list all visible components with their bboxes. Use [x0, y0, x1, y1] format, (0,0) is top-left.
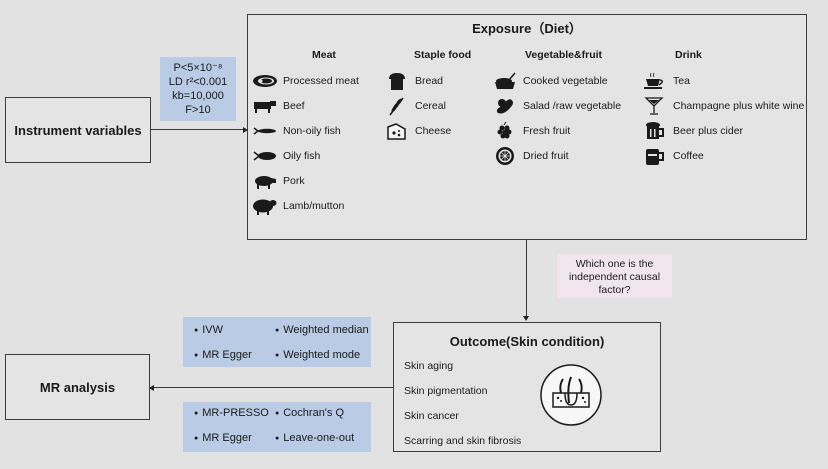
coffee-mug-icon	[646, 149, 664, 165]
cooked-vegetable-icon	[495, 72, 516, 89]
grapes-icon	[497, 121, 512, 139]
exposure-item-champagne-white-wine: Champagne plus white wine	[642, 96, 804, 116]
exposure-title: Exposure（Diet）	[472, 21, 582, 36]
label: Fresh fruit	[523, 125, 571, 137]
arrow-outcome-to-mr-analysis	[153, 387, 393, 388]
exposure-item-tea: Tea	[642, 71, 690, 91]
method-weighted-median: Weighted median	[275, 324, 368, 336]
arrow-instrument-to-exposure	[151, 129, 243, 130]
label: Cheese	[415, 125, 452, 137]
cow-icon	[254, 101, 276, 113]
exposure-item-cooked-vegetable: Cooked vegetable	[492, 71, 608, 91]
outcome-item-skin-aging: Skin aging	[404, 360, 454, 372]
arrowhead-down-icon	[523, 316, 529, 321]
label: Bread	[415, 75, 444, 87]
method-weighted-mode: Weighted mode	[275, 349, 360, 361]
instrument-variables-box: Instrument variables	[5, 97, 151, 163]
label: Processed meat	[283, 75, 359, 87]
label: Coffee	[673, 150, 704, 162]
exposure-item-non-oily-fish: Non-oily fish	[252, 121, 341, 141]
outcome-box: Outcome(Skin condition) Skin aging Skin …	[393, 322, 661, 452]
cheese-icon	[387, 123, 406, 140]
label: Cereal	[415, 100, 446, 112]
column-title-meat: Meat	[312, 49, 336, 61]
exposure-item-cheese: Cheese	[384, 121, 451, 141]
causal-question-text: Which one is the independent causal fact…	[568, 258, 661, 296]
criteria-kb: kb=10,000	[172, 90, 224, 102]
instrument-criteria-box: P<5×10⁻⁸ LD r²<0.001 kb=10,000 F>10	[160, 57, 236, 121]
exposure-item-pork: Pork	[252, 171, 305, 191]
exposure-item-dried-fruit: Dried fruit	[492, 146, 569, 166]
exposure-item-bread: Bread	[384, 71, 443, 91]
outcome-item-skin-cancer: Skin cancer	[404, 410, 459, 422]
outcome-item-scarring-fibrosis: Scarring and skin fibrosis	[404, 435, 522, 447]
exposure-item-cereal: Cereal	[384, 96, 446, 116]
label: Lamb/mutton	[283, 200, 345, 212]
method-ivw: IVW	[194, 324, 223, 336]
sensitivity-mr-presso: MR-PRESSO	[194, 407, 269, 419]
exposure-box: Exposure（Diet） Meat Processed meat Beef …	[247, 14, 807, 240]
sensitivity-cochrans-q: Cochran's Q	[275, 407, 344, 419]
exposure-item-lamb-mutton: Lamb/mutton	[252, 196, 344, 216]
instrument-variables-title: Instrument variables	[14, 122, 142, 138]
column-title-vegetable-fruit: Vegetable&fruit	[525, 49, 603, 61]
tea-cup-icon	[644, 72, 663, 89]
arrowhead-right-icon	[243, 127, 248, 133]
pig-icon	[255, 176, 276, 189]
exposure-item-salad-raw-vegetable: Salad /raw vegetable	[492, 96, 621, 116]
cocktail-glass-icon	[644, 97, 664, 115]
exposure-item-fresh-fruit: Fresh fruit	[492, 121, 570, 141]
criteria-p-threshold: P<5×10⁻⁸	[173, 62, 223, 74]
method-mr-egger: MR Egger	[194, 349, 252, 361]
sensitivity-mr-egger: MR Egger	[194, 432, 252, 444]
mr-analysis-title: MR analysis	[39, 379, 116, 395]
exposure-item-coffee: Coffee	[642, 146, 704, 166]
sensitivity-leave-one-out: Leave-one-out	[275, 432, 354, 444]
label: Salad /raw vegetable	[523, 100, 622, 112]
outcome-item-skin-pigmentation: Skin pigmentation	[404, 385, 488, 397]
beer-mug-icon	[646, 122, 664, 139]
outcome-title: Outcome(Skin condition)	[449, 334, 605, 349]
label: Champagne plus white wine	[673, 100, 805, 112]
arrow-exposure-to-outcome	[526, 240, 527, 317]
criteria-ld: LD r²<0.001	[168, 76, 228, 88]
column-title-drink: Drink	[675, 49, 702, 61]
causal-question-note: Which one is the independent causal fact…	[557, 254, 672, 298]
mr-methods-box: IVW Weighted median MR Egger Weighted mo…	[183, 317, 371, 367]
exposure-item-beer-cider: Beer plus cider	[642, 121, 743, 141]
mr-analysis-box: MR analysis	[5, 354, 150, 420]
dried-fruit-slice-icon	[496, 147, 514, 165]
label: Dried fruit	[523, 150, 569, 162]
label: Beer plus cider	[673, 125, 744, 137]
exposure-item-processed-meat: Processed meat	[252, 71, 359, 91]
mr-sensitivity-box: MR-PRESSO Cochran's Q MR Egger Leave-one…	[183, 402, 371, 452]
label: Pork	[283, 175, 305, 187]
exposure-item-beef: Beef	[252, 96, 305, 116]
processed-meat-icon	[253, 75, 277, 87]
oily-fish-icon	[253, 151, 276, 161]
label: Oily fish	[283, 150, 321, 162]
fish-icon	[253, 127, 276, 135]
wheat-icon	[389, 97, 404, 116]
label: Cooked vegetable	[523, 75, 608, 87]
sheep-icon	[253, 199, 277, 215]
label: Non-oily fish	[283, 125, 341, 137]
label: Beef	[283, 100, 305, 112]
column-title-staple-food: Staple food	[414, 49, 472, 61]
label: Tea	[673, 75, 690, 87]
arrowhead-left-icon	[149, 385, 154, 391]
exposure-item-oily-fish: Oily fish	[252, 146, 320, 166]
criteria-f-stat: F>10	[185, 104, 211, 116]
skin-hair-follicle-icon	[540, 364, 602, 426]
eggplant-icon	[496, 99, 513, 114]
bread-icon	[389, 73, 405, 90]
